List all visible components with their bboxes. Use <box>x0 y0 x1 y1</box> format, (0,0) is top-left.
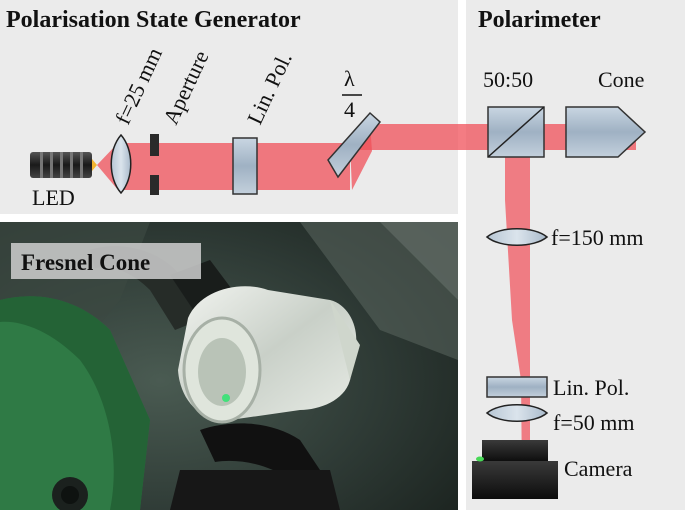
led-label: LED <box>32 185 75 210</box>
photo-title: Fresnel Cone <box>21 250 150 275</box>
polarimeter-title: Polarimeter <box>478 7 601 33</box>
polarimeter-panel <box>466 0 685 510</box>
lens-150mm-label: f=150 mm <box>551 225 643 250</box>
lens-25mm <box>110 133 132 195</box>
beam-splitter <box>487 106 545 158</box>
fresnel-cone-photo: Fresnel Cone <box>0 222 458 510</box>
aperture <box>150 134 159 195</box>
quarter-wave-plate <box>327 111 382 179</box>
cone-label: Cone <box>598 67 644 92</box>
splitter-label: 50:50 <box>483 67 533 92</box>
waveplate-numerator: λ <box>344 66 355 91</box>
polariser-analyser-label: Lin. Pol. <box>553 375 629 400</box>
camera <box>472 440 558 499</box>
led-source <box>30 152 97 178</box>
waveplate-denominator: 4 <box>344 97 355 122</box>
lens-150mm <box>485 228 549 246</box>
photo-title-box <box>11 243 201 279</box>
fresnel-cone <box>565 106 647 158</box>
linear-polariser-analyser <box>486 376 548 398</box>
camera-label: Camera <box>564 456 633 481</box>
generator-title: Polarisation State Generator <box>6 7 301 33</box>
lens-50mm <box>485 404 549 422</box>
linear-polariser-generator <box>232 137 258 195</box>
lens-50mm-label: f=50 mm <box>553 410 634 435</box>
